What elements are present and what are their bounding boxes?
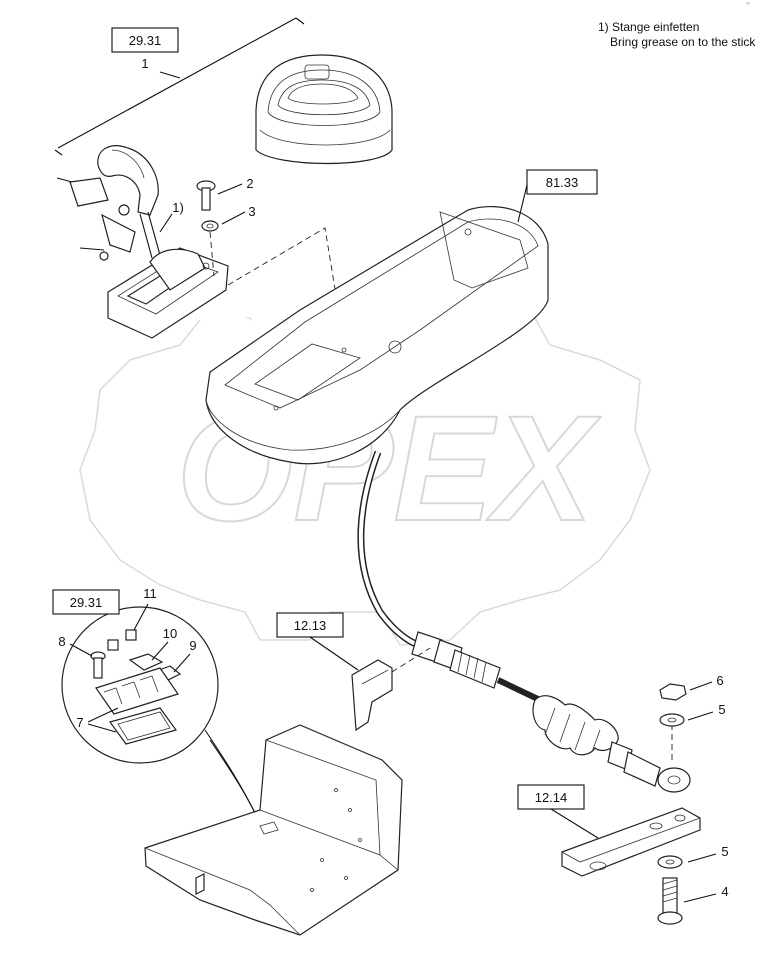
callout-3: 3: [248, 204, 255, 219]
ref-console-leader: [517, 184, 528, 223]
ref-box-inset: 29.31: [52, 589, 120, 615]
callout-5-upper-leader: [687, 711, 714, 721]
callout-5-upper: 5: [718, 702, 725, 717]
ref-text-plate: 12.14: [535, 790, 568, 805]
bolt-4: [657, 877, 683, 925]
callout-9: 9: [189, 638, 196, 653]
rubber-boot: [255, 54, 393, 165]
callout-2-leader: [217, 183, 243, 195]
ref-text-console: 81.33: [546, 175, 579, 190]
callout-6: 6: [716, 673, 723, 688]
callout-3-leader: [221, 211, 246, 225]
callout-5-lower: 5: [721, 844, 728, 859]
seat-base: [144, 724, 403, 936]
ref-box-bracket: 12.13: [276, 612, 344, 638]
console: [205, 206, 549, 465]
callout-1: 1: [141, 56, 148, 71]
callout-4-leader: [683, 893, 717, 903]
joystick-lever: [56, 145, 161, 261]
ref-text-bracket: 12.13: [294, 618, 327, 633]
grease-note: 1) Stange einfetten Bring grease on to t…: [598, 20, 755, 50]
grease-leader: [159, 213, 173, 233]
bracket: [351, 659, 393, 732]
washer-5-upper: [659, 713, 685, 727]
grease-callout: 1): [172, 200, 184, 215]
ref-text-top: 29.31: [129, 33, 162, 48]
callout-6-leader: [689, 681, 713, 691]
callout-8-leader: [69, 643, 93, 657]
note-german: 1) Stange einfetten: [598, 20, 700, 34]
bracket-guide: [391, 647, 431, 673]
note-english: Bring grease on to the stick: [610, 35, 756, 49]
joystick-base: [107, 247, 229, 339]
callout-10: 10: [163, 626, 177, 641]
ref-bracket-leader: [309, 636, 359, 671]
switch-cap-11: [125, 629, 137, 641]
callout-11-leader: [133, 603, 149, 631]
gasket: [109, 707, 177, 745]
mounting-plate: [561, 807, 701, 877]
callout-9-leader: [173, 653, 191, 673]
callout-7-leader: [87, 707, 119, 733]
callout-2: 2: [246, 176, 253, 191]
callout-8: 8: [58, 634, 65, 649]
nut-6: [659, 683, 687, 701]
bolt-2: [196, 180, 216, 211]
ref-text-inset: 29.31: [70, 595, 103, 610]
ref-box-plate: 12.14: [517, 784, 585, 810]
washer-5-lower: [657, 855, 683, 869]
inset-detail: [61, 606, 263, 829]
ref-box-top: 29.31: [111, 27, 179, 53]
callout-7: 7: [76, 715, 83, 730]
callout-11: 11: [143, 586, 157, 601]
callout-4: 4: [721, 884, 728, 899]
callout-1-bracket: [54, 17, 305, 156]
control-cable: [357, 450, 691, 793]
ref-plate-leader: [550, 808, 599, 839]
washer-3: [201, 220, 219, 232]
callout-5-lower-leader: [687, 853, 717, 863]
corner-mark: ʳᵉ: [746, 2, 750, 8]
ref-box-console: 81.33: [526, 169, 598, 195]
callout-10-leader: [151, 641, 169, 661]
